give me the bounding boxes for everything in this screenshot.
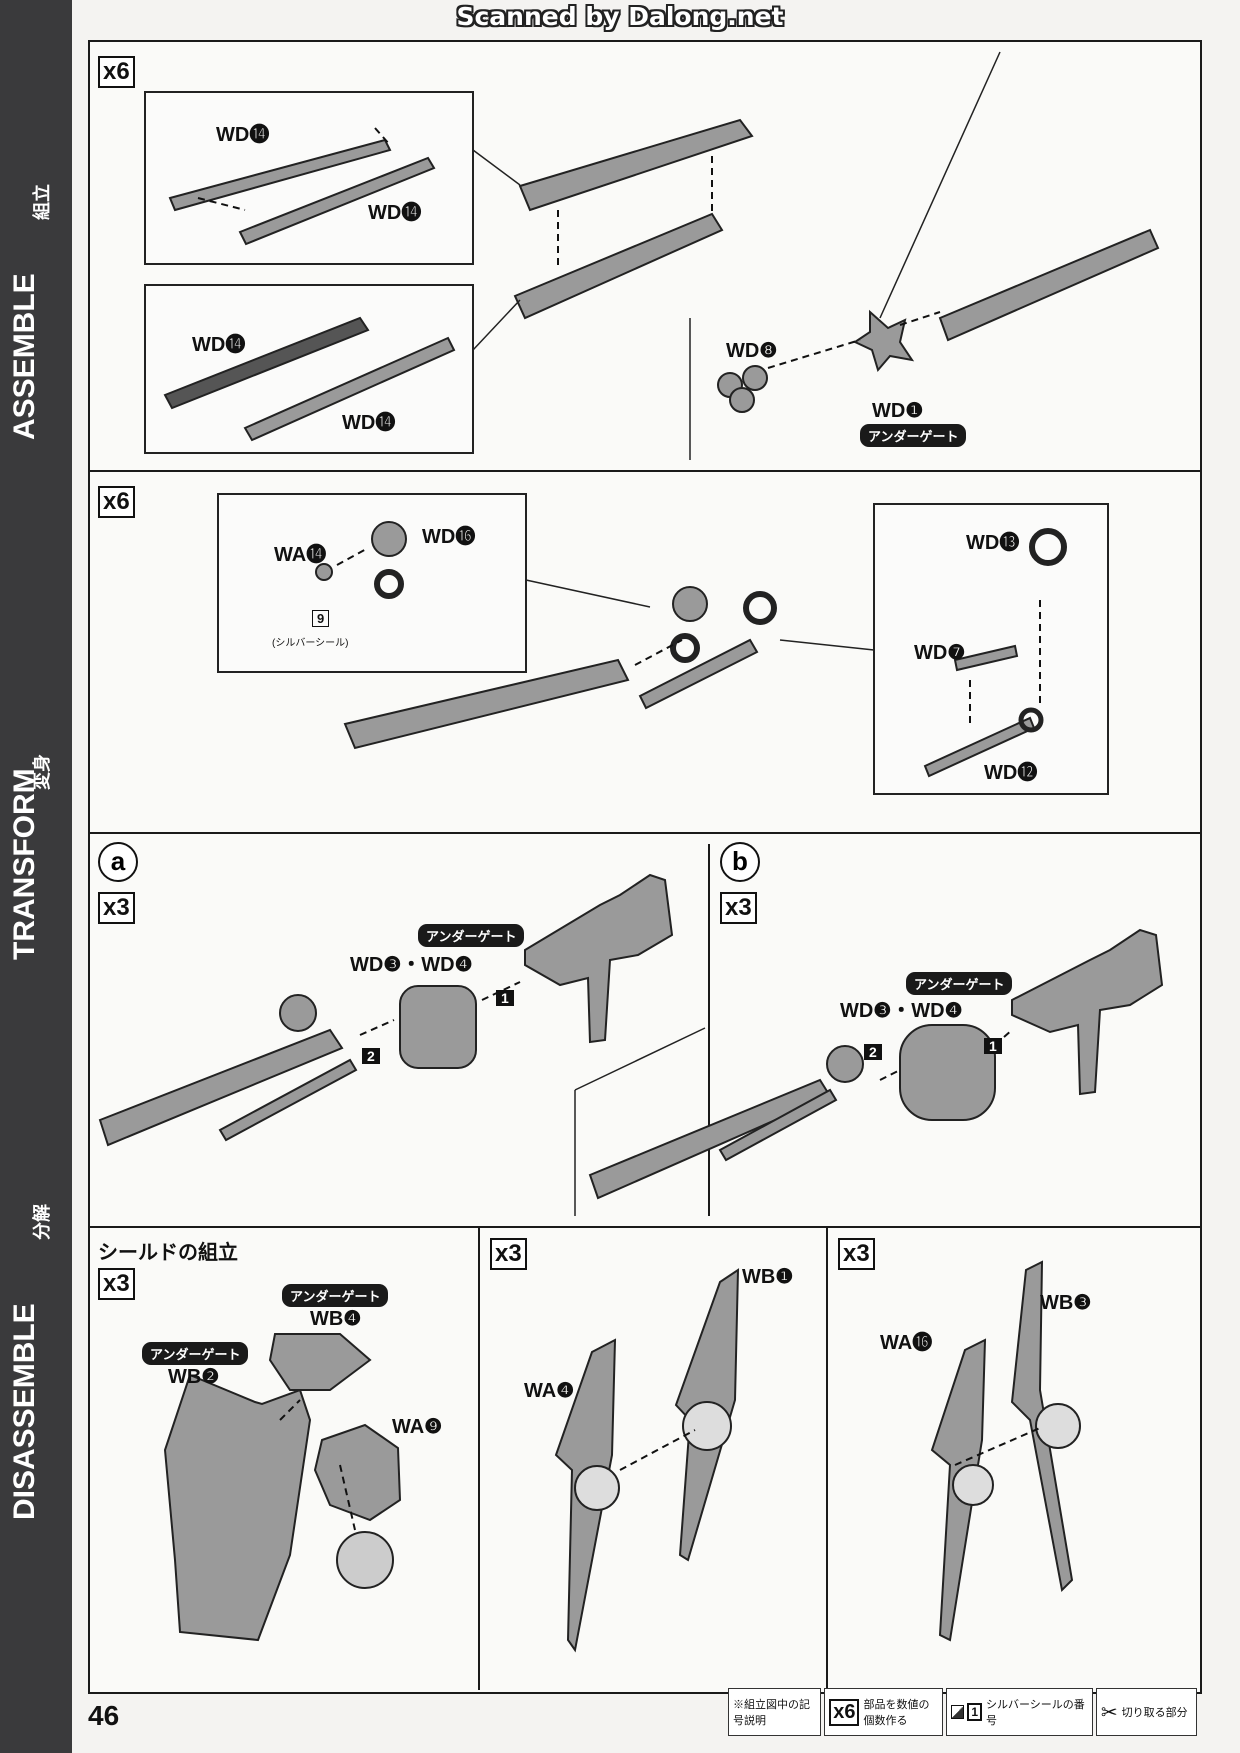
step3a-count-badge: x3	[98, 892, 135, 924]
legend-cut-text: 切り取る部分	[1121, 1707, 1188, 1719]
cut-icon: ✂	[1100, 1701, 1118, 1724]
legend-seal-badge: 1	[967, 1703, 982, 1721]
step3a-step-2: 2	[362, 1048, 380, 1064]
panel3-label-wa16: WA⓰	[880, 1332, 933, 1354]
divider-v-1	[708, 844, 710, 1216]
shield-label-wb2: WB❷	[168, 1366, 220, 1388]
step3b-letter: b	[720, 842, 760, 882]
step3a-letter: a	[98, 842, 138, 882]
step3a-under-gate: アンダーゲート	[418, 924, 525, 947]
panel2-count-badge: x3	[490, 1238, 527, 1270]
step1-under-gate: アンダーゲート	[860, 424, 967, 447]
shield-count-badge: x3	[98, 1268, 135, 1300]
step2-label-wa14: WA⓮	[274, 544, 327, 566]
panel3-count-badge: x3	[838, 1238, 875, 1270]
panel3-label-wb3: WB❸	[1040, 1292, 1092, 1314]
panel2-label-wb1: WB❶	[742, 1266, 794, 1288]
legend-seal: 1 シルバーシールの番号	[946, 1688, 1093, 1736]
divider-1	[88, 470, 1200, 472]
sidebar: ASSEMBLE 組立 TRANSFORM 変身 DISASSEMBLE 分解	[0, 0, 72, 1753]
step3b-step-1: 1	[984, 1038, 1002, 1054]
legend-seal-text: シルバーシールの番号	[986, 1699, 1085, 1727]
step3a-parts-label: WD❸・WD❹	[350, 954, 473, 976]
step3b-step-2: 2	[864, 1044, 882, 1060]
scanner-watermark: Scanned by Dalong.net	[456, 2, 784, 31]
step3b-count-badge: x3	[720, 892, 757, 924]
shield-under-gate-1: アンダーゲート	[282, 1284, 389, 1307]
divider-3	[88, 1226, 1200, 1228]
divider-v-2	[478, 1226, 480, 1690]
step1-label-wd8: WD❽	[726, 340, 778, 362]
legend-count: x6 部品を数値の個数作る	[824, 1688, 944, 1736]
step1-label-wd14-b: WD⓮	[368, 202, 422, 224]
divider-v-3	[826, 1226, 828, 1690]
shield-label-wa9: WA❾	[392, 1416, 443, 1438]
step2-seal-text: (シルバーシール)	[272, 638, 349, 649]
legend-count-text: 部品を数値の個数作る	[863, 1699, 930, 1727]
divider-2	[88, 832, 1200, 834]
step2-label-wd12: WD⓬	[984, 762, 1038, 784]
step1-label-wd1: WD❶	[872, 400, 924, 422]
legend-count-badge: x6	[829, 1698, 860, 1726]
step2-seal-number: 9	[312, 610, 330, 627]
step2-count-badge: x6	[98, 486, 135, 518]
step1-label-wd14-c: WD⓮	[192, 334, 246, 356]
step1-label-wd14-d: WD⓮	[342, 412, 396, 434]
panel2-label-wa4: WA❹	[524, 1380, 575, 1402]
step1-label-wd14-a: WD⓮	[216, 124, 270, 146]
step2-label-wd7: WD❼	[914, 642, 966, 664]
shield-label-wb4: WB❹	[310, 1308, 362, 1330]
step3b-parts-label: WD❸・WD❹	[840, 1000, 963, 1022]
step2-label-wd13: WD⓭	[966, 532, 1020, 554]
seal-icon	[951, 1705, 965, 1719]
step3b-under-gate: アンダーゲート	[906, 972, 1013, 995]
legend-cut: ✂ 切り取る部分	[1095, 1688, 1197, 1736]
step3a-step-1: 1	[496, 990, 514, 1006]
symbol-legend: ※組立図中の記号説明 x6 部品を数値の個数作る 1 シルバーシールの番号 ✂ …	[728, 1688, 1200, 1736]
page-number: 46	[88, 1700, 120, 1731]
step1-count-badge: x6	[98, 56, 135, 88]
step2-label-wd16: WD⓰	[422, 526, 476, 548]
shield-under-gate-2: アンダーゲート	[142, 1342, 249, 1365]
legend-title: ※組立図中の記号説明	[728, 1688, 822, 1736]
shield-title: シールドの組立	[98, 1242, 238, 1264]
